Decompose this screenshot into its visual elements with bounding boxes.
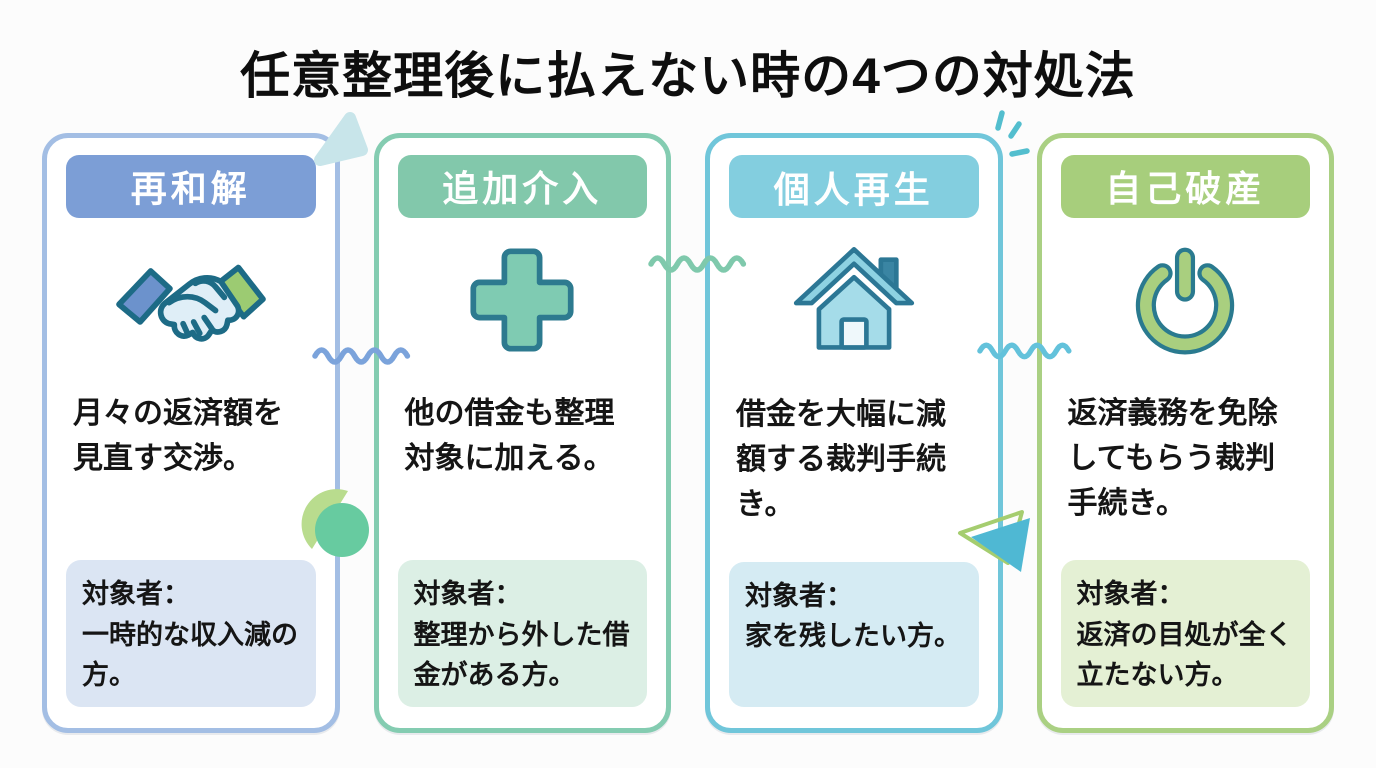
card-header-label: 個人再生 bbox=[773, 168, 934, 210]
target-audience-box: 対象者： 一時的な収入減の方。 bbox=[66, 560, 316, 707]
card-header-label: 自己破産 bbox=[1105, 168, 1266, 210]
plus-icon bbox=[379, 218, 667, 383]
card-bankruptcy: 自己破産 返済義務を免除してもらう裁判手続き。 対象者： 返済の目処が全く立たな… bbox=[1036, 133, 1334, 733]
card-description: 月々の返済額を見直す交渉。 bbox=[73, 396, 283, 475]
target-audience-box: 対象者： 返済の目処が全く立たない方。 bbox=[1060, 560, 1310, 707]
card-header-bankruptcy: 自己破産 bbox=[1060, 155, 1310, 218]
card-header-label: 追加介入 bbox=[442, 168, 603, 210]
card-header-additional-intervention: 追加介入 bbox=[397, 155, 647, 218]
page-title: 任意整理後に払えない時の4つの対処法 bbox=[240, 48, 1136, 104]
target-audience-text: 対象者： 整理から外した借金がある方。 bbox=[413, 579, 630, 690]
card-description: 借金を大幅に減額する裁判手続き。 bbox=[736, 397, 946, 521]
target-audience-text: 対象者： 家を残したい方。 bbox=[745, 580, 961, 652]
target-audience-box: 対象者： 家を残したい方。 bbox=[729, 561, 979, 707]
house-icon bbox=[710, 218, 998, 384]
card-description: 返済義務を免除してもらう裁判手続き。 bbox=[1067, 396, 1278, 520]
card-personal-rehabilitation: 個人再生 借金を大幅に減額する裁判手続き。 対象者： 家を残したい方。 bbox=[705, 133, 1003, 733]
card-header-resettlement: 再和解 bbox=[66, 155, 316, 218]
card-resettlement: 再和解 月々の返済額を見直す交渉。 bbox=[42, 133, 340, 733]
card-description: 他の借金も整理対象に加える。 bbox=[404, 396, 615, 475]
target-audience-text: 対象者： 一時的な収入減の方。 bbox=[82, 579, 298, 690]
card-additional-intervention: 追加介入 他の借金も整理対象に加える。 対象者： 整理から外した借金がある方。 bbox=[373, 133, 671, 733]
target-audience-box: 対象者： 整理から外した借金がある方。 bbox=[397, 560, 647, 707]
handshake-icon bbox=[47, 218, 335, 383]
card-header-personal-rehabilitation: 個人再生 bbox=[729, 155, 979, 219]
target-audience-text: 対象者： 返済の目処が全く立たない方。 bbox=[1076, 579, 1293, 690]
card-header-label: 再和解 bbox=[130, 168, 251, 210]
cards-row: 再和解 月々の返済額を見直す交渉。 bbox=[42, 133, 1334, 733]
power-icon bbox=[1042, 218, 1330, 383]
